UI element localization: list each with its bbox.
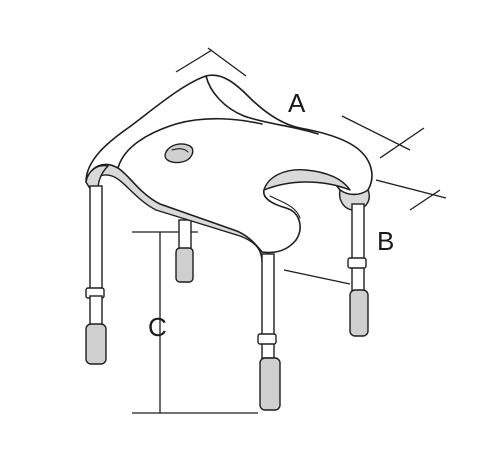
seat-cutout-opening <box>263 169 351 191</box>
dimension-a-extension-front <box>341 115 411 151</box>
leg-back-right-clip <box>347 257 367 269</box>
dimension-a-label: A <box>288 88 306 118</box>
seat-handle-grip-detail <box>171 148 189 153</box>
dimension-c: C <box>132 231 258 414</box>
leg-back-left-tube <box>178 219 192 251</box>
seat-handle-grip <box>164 143 194 164</box>
dimension-b-tick-top <box>409 189 441 211</box>
seat-back-ridge <box>205 75 319 135</box>
seat-front-contour <box>117 117 263 169</box>
leg-front-left-foot <box>85 323 107 365</box>
leg-back-left-foot <box>175 247 194 283</box>
dimension-b-label: B <box>377 226 394 256</box>
leg-front-left-tube <box>89 185 103 291</box>
seat-top-surface <box>85 74 373 254</box>
dimension-a-tick-back <box>207 47 247 77</box>
dimension-c-label: C <box>148 312 167 342</box>
dimension-b-extension-top <box>375 179 447 199</box>
dimension-b: B <box>283 179 447 285</box>
seat <box>85 74 373 263</box>
leg-back-right-tube <box>351 203 365 295</box>
dimension-a-tick-front <box>379 127 425 159</box>
dimension-a-extension-back <box>175 49 213 73</box>
leg-back-left <box>175 219 194 283</box>
leg-front-right-clip <box>257 333 277 345</box>
leg-back-right <box>347 203 369 337</box>
dimension-a: A <box>175 47 425 159</box>
leg-front-right <box>257 253 281 411</box>
leg-front-right-foot <box>259 357 281 411</box>
leg-front-left-extension <box>89 295 103 327</box>
leg-back-right-foot <box>349 289 369 337</box>
seat-cutout-rim <box>269 195 301 219</box>
leg-front-left <box>85 185 107 365</box>
dimension-b-extension-bottom <box>283 269 351 285</box>
